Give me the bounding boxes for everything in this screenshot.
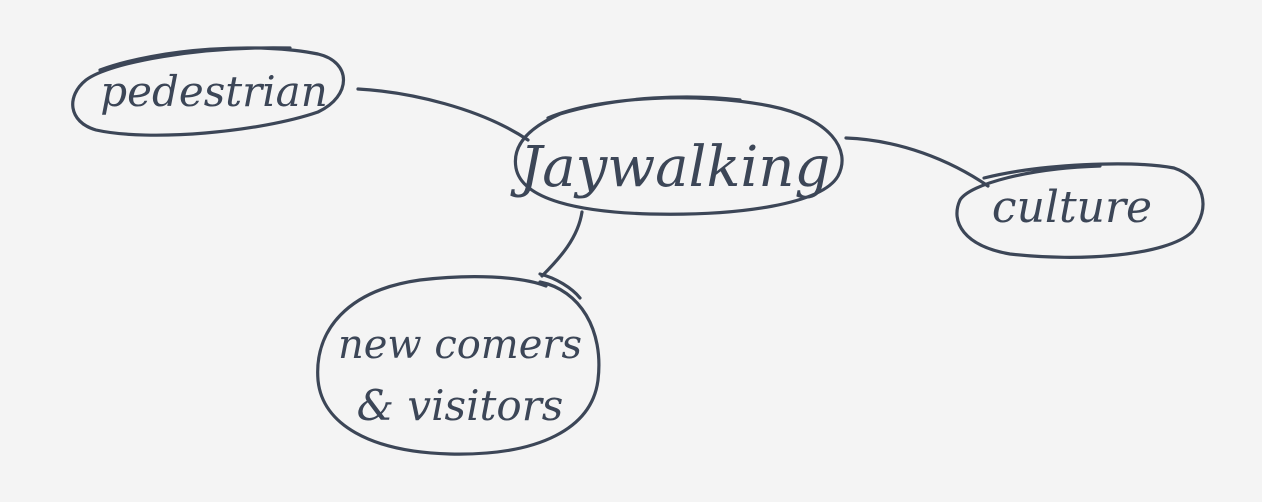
- connector-center-to-newcomers: [538, 210, 584, 300]
- node-newcomers-outline: [316, 275, 601, 456]
- node-newcomers-label-line1: new comers: [338, 322, 582, 368]
- connector-center-to-pedestrian: [356, 87, 530, 142]
- node-center-outline: [513, 95, 844, 216]
- node-center: Jaywalking: [510, 95, 844, 216]
- node-pedestrian-outline: [71, 46, 345, 137]
- connector-center-to-culture: [844, 136, 990, 188]
- node-newcomers: new comers & visitors: [316, 275, 601, 456]
- node-newcomers-label-line2: & visitors: [357, 381, 564, 430]
- node-center-label: Jaywalking: [510, 135, 830, 200]
- node-culture: culture: [955, 162, 1205, 259]
- node-culture-label: culture: [992, 182, 1152, 233]
- connectors: [356, 87, 990, 300]
- node-pedestrian-label: pedestrian: [100, 67, 328, 116]
- node-culture-outline: [955, 162, 1205, 259]
- node-pedestrian: pedestrian: [71, 46, 345, 137]
